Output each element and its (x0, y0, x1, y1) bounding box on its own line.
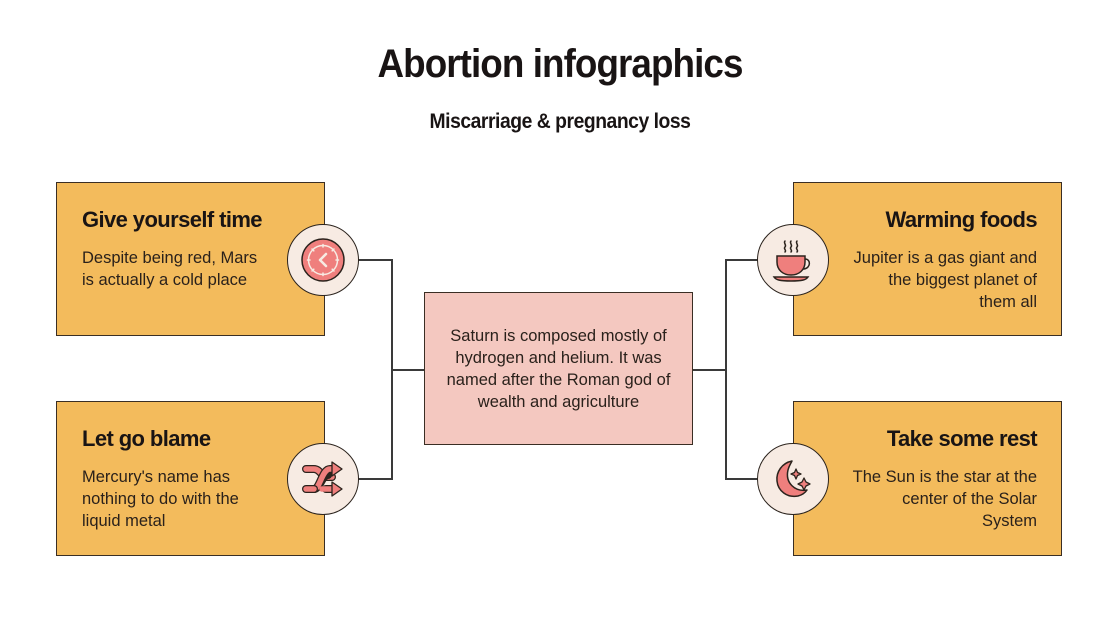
card-warming-foods: Warming foods Jupiter is a gas giant and… (793, 182, 1062, 336)
center-text: Saturn is composed mostly of hydrogen an… (446, 326, 671, 411)
icon-circle-clock (287, 224, 359, 296)
card-let-go-blame: Let go blame Mercury's name has nothing … (56, 401, 325, 556)
page-title: Abortion infographics (377, 42, 743, 86)
icon-circle-moon (757, 443, 829, 515)
connector-left-center (391, 369, 425, 371)
card-title: Warming foods (885, 207, 1038, 232)
hot-cup-icon (772, 240, 811, 282)
connector-right-bottom (725, 478, 758, 480)
connector-left-bottom (358, 478, 393, 480)
connector-left-top (358, 259, 393, 261)
moon-stars-icon (776, 460, 811, 498)
clock-icon (301, 238, 345, 282)
shuffle-icon (302, 461, 343, 497)
card-title: Take some rest (886, 426, 1038, 451)
card-give-yourself-time: Give yourself time Despite being red, Ma… (56, 182, 325, 336)
center-box: Saturn is composed mostly of hydrogen an… (424, 292, 693, 445)
icon-circle-cup (757, 224, 829, 296)
connector-right-top (725, 259, 758, 261)
connector-right-center (692, 369, 726, 371)
card-text: Despite being red, Mars is actually a co… (82, 249, 258, 289)
card-text: Jupiter is a gas giant and the biggest p… (853, 249, 1037, 311)
card-text: The Sun is the star at the center of the… (852, 468, 1037, 530)
card-title: Let go blame (82, 426, 211, 451)
card-title: Give yourself time (82, 207, 263, 232)
card-take-some-rest: Take some rest The Sun is the star at th… (793, 401, 1062, 556)
icon-circle-shuffle (287, 443, 359, 515)
page-subtitle: Miscarriage & pregnancy loss (429, 110, 691, 133)
card-text: Mercury's name has nothing to do with th… (82, 468, 239, 530)
